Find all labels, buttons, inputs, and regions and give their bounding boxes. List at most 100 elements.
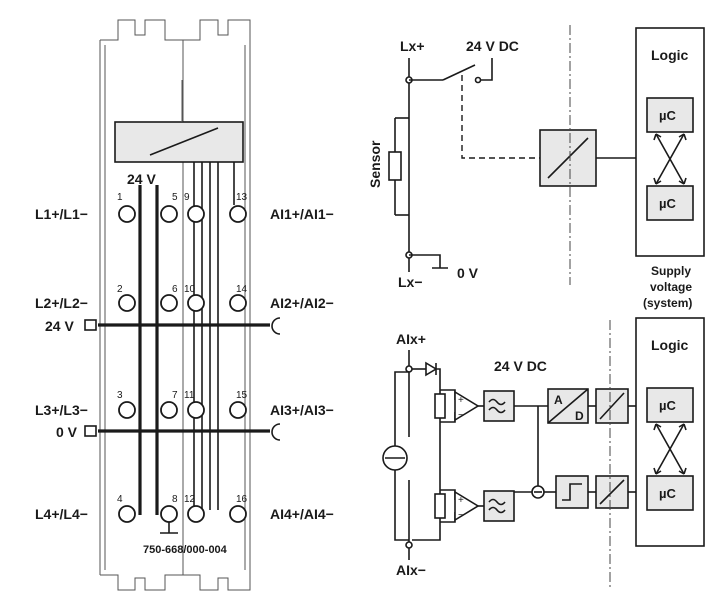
sensor-element [388, 151, 402, 181]
label-ai3: AI3+/AI3− [270, 402, 334, 418]
switch-blade [442, 64, 476, 81]
rail-0v-terminal [84, 425, 97, 437]
pin-numbers: 1 5 9 13 2 6 10 14 3 7 11 15 4 8 12 16 [117, 192, 248, 505]
terminal-10[interactable] [187, 294, 205, 312]
pin-number: 14 [236, 284, 248, 295]
adc-slash [547, 388, 589, 424]
module-top-rail [100, 19, 251, 41]
terminal-2[interactable] [118, 294, 136, 312]
pin-number: 11 [184, 390, 195, 401]
pin-number: 4 [117, 494, 123, 505]
rail-24v-connector [271, 317, 281, 335]
pin-number: 15 [236, 390, 248, 401]
supply-title-line1: Supply [651, 264, 691, 278]
pin-number: 1 [117, 192, 123, 203]
terminal-7[interactable] [160, 401, 178, 419]
shunt-resistor-1 [434, 393, 446, 419]
isolator-2-slash [599, 479, 625, 505]
ground-0v [409, 254, 448, 269]
schmitt-trigger [555, 475, 589, 509]
filter-2 [483, 490, 515, 522]
sensor-label: Sensor [367, 140, 383, 188]
terminal-12[interactable] [187, 505, 205, 523]
label-ai4: AI4+/AI4− [270, 506, 334, 522]
amplifier-2 [454, 490, 480, 522]
pin-number: 12 [184, 494, 196, 505]
pin-number: 5 [172, 192, 178, 203]
aix-minus-label: AIx− [396, 562, 426, 578]
uc-cross-link [655, 133, 685, 185]
amplifier-1 [454, 390, 480, 422]
part-number: 750-668/000-004 [143, 544, 228, 556]
terminal-14[interactable] [229, 294, 247, 312]
label-l2: L2+/L2− [35, 295, 88, 311]
label-l1: L1+/L1− [35, 206, 88, 222]
pin-number: 7 [172, 390, 178, 401]
uc-label: µC [659, 486, 676, 501]
converter-slash [149, 127, 219, 156]
label-l4: L4+/L4− [35, 506, 88, 522]
label-l3: L3+/L3− [35, 402, 88, 418]
module-housing [99, 40, 251, 575]
logic-title-top: Logic [651, 47, 689, 63]
switch-contact [474, 76, 482, 84]
amp-2-plus: + [458, 495, 464, 506]
supply-title-line2: voltage [650, 280, 692, 294]
terminal-11[interactable] [187, 401, 205, 419]
aix-plus-label: AIx+ [396, 331, 426, 347]
terminal-3[interactable] [118, 401, 136, 419]
isolator-1-slash [599, 392, 625, 420]
pin-number: 10 [184, 284, 196, 295]
input-shunt-path [412, 368, 441, 541]
terminal-1[interactable] [118, 205, 136, 223]
lx-minus-label: Lx− [398, 274, 423, 290]
amp-2-minus: − [458, 510, 464, 521]
converter-slash-top [547, 137, 589, 179]
lx-plus-label: Lx+ [400, 38, 425, 54]
label-ai2: AI2+/AI2− [270, 295, 334, 311]
logic-title-bottom: Logic [651, 337, 689, 353]
node-input-top [405, 365, 413, 373]
terminal-module: 24 V [35, 19, 334, 591]
adc-d: D [575, 409, 584, 423]
terminal-13[interactable] [229, 205, 247, 223]
pin-number: 9 [184, 192, 190, 203]
terminal-9[interactable] [187, 205, 205, 223]
input-24vdc-label: 24 V DC [494, 358, 547, 374]
internal-converter [114, 121, 244, 163]
terminal-15[interactable] [229, 401, 247, 419]
filter-1 [483, 390, 515, 422]
terminal-4[interactable] [118, 505, 136, 523]
terminal-8[interactable] [160, 505, 178, 523]
uc-box-3 [646, 387, 694, 423]
terminal-6[interactable] [160, 294, 178, 312]
uc-label: µC [659, 196, 676, 211]
pin-number: 3 [117, 390, 123, 401]
terminals [118, 205, 247, 523]
node-input-bottom [405, 541, 413, 549]
uc-cross-link-bottom [655, 423, 685, 475]
rail-24v-terminal [84, 319, 97, 331]
module-bottom-rail [100, 574, 251, 591]
pin-number: 8 [172, 494, 178, 505]
schmitt-symbol [562, 483, 582, 501]
source-loop [394, 371, 409, 541]
switch-control-dashed [461, 75, 540, 159]
uc-box-1 [646, 97, 694, 133]
uc-box-2 [646, 185, 694, 221]
switch-supply-lead [478, 58, 493, 81]
label-24v: 24 V [45, 318, 74, 334]
uc-box-4 [646, 475, 694, 511]
internal-supply-label: 24 V [127, 171, 156, 187]
filter-1-wave [488, 398, 506, 414]
uc-label: µC [659, 108, 676, 123]
label-0v: 0 V [56, 424, 78, 440]
sensor-24vdc-label: 24 V DC [466, 38, 519, 54]
diode [425, 361, 438, 377]
terminal-16[interactable] [229, 505, 247, 523]
pin-number: 16 [236, 494, 248, 505]
pin-number: 2 [117, 284, 123, 295]
rail-0v-connector [271, 423, 281, 441]
uc-arrows-bottom [653, 423, 687, 475]
terminal-5[interactable] [160, 205, 178, 223]
